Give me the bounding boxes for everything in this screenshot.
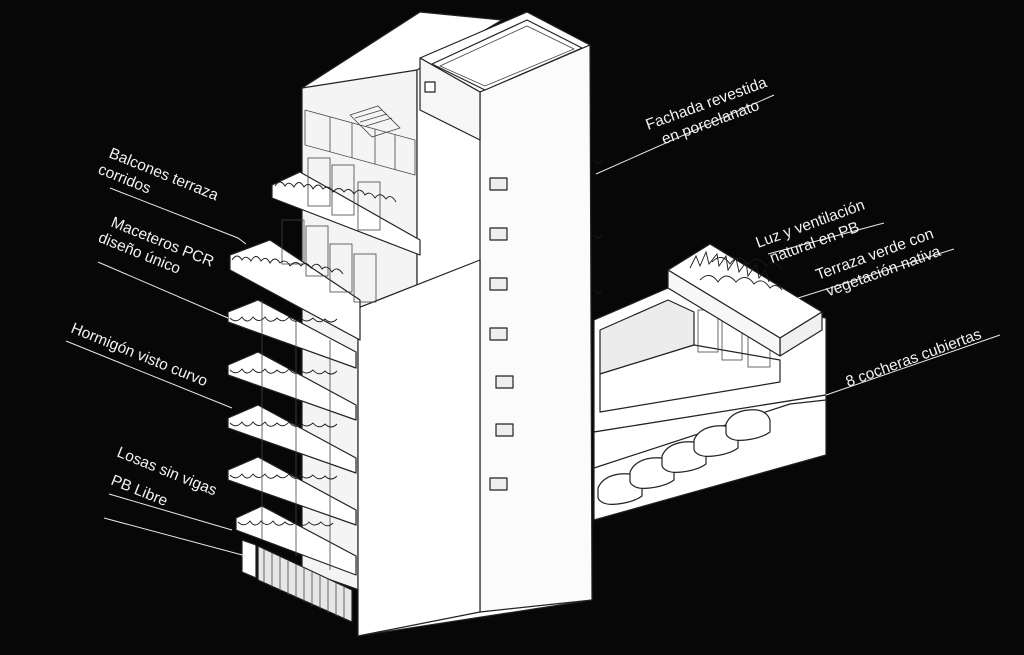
parked-cars <box>597 409 771 505</box>
balcony-stack <box>227 157 421 623</box>
facade-windows <box>489 177 514 491</box>
leader-lines <box>65 94 1001 557</box>
label-fachada: Fachada revestida en porcelanato <box>644 73 780 152</box>
label-balcones: Balcones terraza corridos <box>96 143 225 223</box>
label-hormigon: Hormigón visto curvo <box>69 320 210 390</box>
tower-volume <box>301 11 593 637</box>
label-cocheras: 8 cocheras cubiertas <box>844 326 984 391</box>
rear-wing <box>593 159 827 521</box>
